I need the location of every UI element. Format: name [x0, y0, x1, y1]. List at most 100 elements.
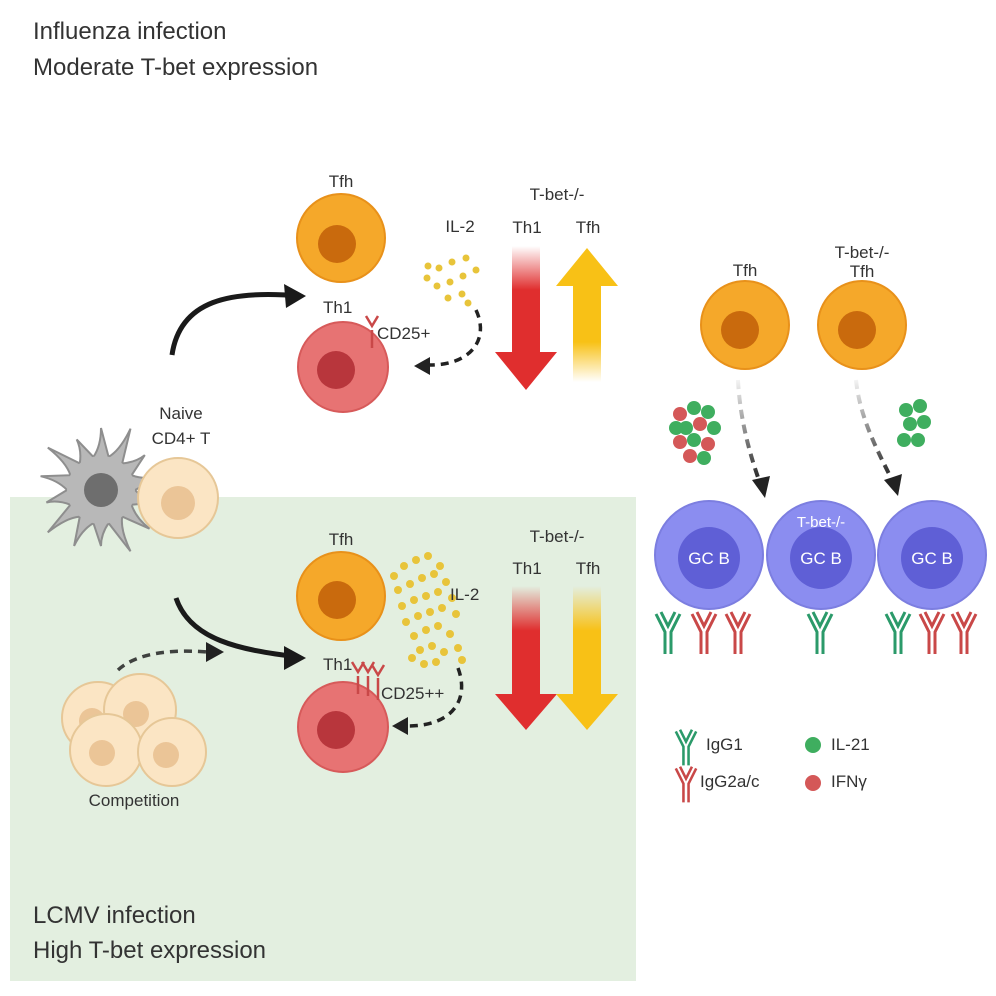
th1-label-top: Th1 [323, 298, 353, 317]
il2-particle [440, 648, 448, 656]
bottom-context-line1: LCMV infection [33, 902, 196, 929]
tfh-to-gcb-arrowhead-ko [884, 474, 902, 496]
il2-particle [423, 274, 431, 282]
legend-icons [674, 729, 821, 803]
bottom-context-line2: High T-bet expression [33, 937, 267, 964]
il21-particle [701, 405, 715, 419]
il2-dashed-arrow-bottom [407, 667, 464, 728]
il2-dashed-arrowhead-top [414, 357, 430, 375]
tfh-cell-tbet-ko [817, 280, 907, 370]
igg1-antibody-icon [654, 611, 682, 654]
tfh-ko-label-line2: Tfh [849, 262, 875, 281]
th1-label-bottom: Th1 [323, 655, 353, 674]
legend-igg2-label: IgG2a/c [700, 772, 760, 791]
ifng-particle [683, 449, 697, 463]
ifng-particle [673, 435, 687, 449]
il2-particle [398, 602, 406, 610]
il2-particle [400, 562, 408, 570]
cd25-receptor-icon [364, 315, 380, 348]
il2-particle [446, 278, 454, 286]
il2-particle [454, 644, 462, 652]
il2-particle [458, 290, 466, 298]
il21-particle [697, 451, 711, 465]
il2-particle [422, 592, 430, 600]
il2-particle [464, 299, 472, 307]
top-differentiation-arrow [169, 291, 301, 356]
legend-il21-label: IL-21 [831, 735, 870, 754]
il2-particle [402, 618, 410, 626]
il2-dashed-arrowhead-bottom [392, 717, 408, 735]
gcb-label-1: GC B [688, 549, 730, 568]
igg2-antibody-icon [690, 611, 718, 654]
naive-label-line1: Naive [159, 404, 203, 423]
naive-label-line2: CD4+ T [151, 429, 211, 448]
il21-particle [903, 417, 917, 431]
il2-particle [420, 660, 428, 668]
tfh-arrow-label-bottom: Tfh [575, 559, 601, 578]
il2-particle [430, 570, 438, 578]
igg1-antibody-icon [884, 611, 912, 654]
igg2-antibody-icon [950, 611, 978, 654]
il2-particles-bottom [390, 552, 466, 668]
il2-particle [433, 282, 441, 290]
tfh-label-top: Tfh [328, 172, 354, 191]
il21-legend-icon [805, 737, 821, 753]
th1-cell-bottom [297, 681, 389, 773]
tfh-cell-wt [700, 280, 790, 370]
gcb-label-2: GC B [800, 549, 842, 568]
competition-dashed-arrowhead [206, 642, 224, 662]
tfh-to-gcb-arrowhead-wt [752, 476, 770, 498]
competition-dashed-arrow [116, 649, 209, 672]
cd25-label-bottom: CD25++ [381, 684, 445, 703]
il2-dashed-arrow-top [429, 309, 483, 367]
il2-particle [434, 588, 442, 596]
cd25-receptors-bottom [350, 661, 386, 700]
cytokine-cluster-ko [897, 399, 931, 447]
legend-ifng-label: IFNγ [831, 772, 867, 791]
il21-particle [687, 433, 701, 447]
il21-particle [917, 415, 931, 429]
il2-label-bottom: IL-2 [450, 585, 480, 604]
th1-arrow-label-bottom: Th1 [512, 559, 542, 578]
gcb-tbet-ko-label: T-bet-/- [797, 514, 845, 531]
il2-particle [410, 596, 418, 604]
igg1-antibody-icon [806, 611, 834, 654]
il21-particle [707, 421, 721, 435]
th1-down-arrow-top [495, 246, 557, 390]
tfh-up-arrow-top [556, 248, 618, 382]
il2-particle [418, 574, 426, 582]
dendritic-cell-nucleus [84, 473, 118, 507]
tfh-cell-top [296, 193, 386, 283]
igg2-antibody-icon [674, 766, 698, 803]
il2-label-top: IL-2 [445, 217, 475, 236]
tfh-to-gcb-arrow-wt [736, 379, 762, 484]
gcb-cell-3: GC B [877, 500, 987, 610]
il2-particle [408, 654, 416, 662]
igg2-antibody-icon [918, 611, 946, 654]
gcb-cell-1: GC B [654, 500, 764, 610]
igg1-antibody-icon [674, 729, 698, 766]
ifng-particle [693, 417, 707, 431]
il2-particle [414, 612, 422, 620]
il2-particle [444, 294, 452, 302]
cytokine-cluster-wt [669, 401, 721, 465]
naive-cd4-cell [137, 457, 219, 539]
il2-particle [462, 254, 470, 262]
tbet-ko-label-bottom: T-bet-/- [529, 527, 585, 546]
il2-particle [436, 562, 444, 570]
legend-igg1-label: IgG1 [706, 735, 743, 754]
il2-particle [448, 258, 456, 266]
il2-particle [458, 656, 466, 664]
dendritic-cell [40, 427, 162, 552]
il2-particle [416, 646, 424, 654]
il2-particle [424, 552, 432, 560]
il21-particle [899, 403, 913, 417]
th1-arrow-label-top: Th1 [512, 218, 542, 237]
il2-particle [459, 272, 467, 280]
il21-particle [897, 433, 911, 447]
il2-particle [442, 578, 450, 586]
gcb-cell-2: GC B T-bet-/- [766, 500, 876, 610]
tfh-wt-label: Tfh [732, 261, 758, 280]
il2-particles-top [423, 254, 480, 307]
